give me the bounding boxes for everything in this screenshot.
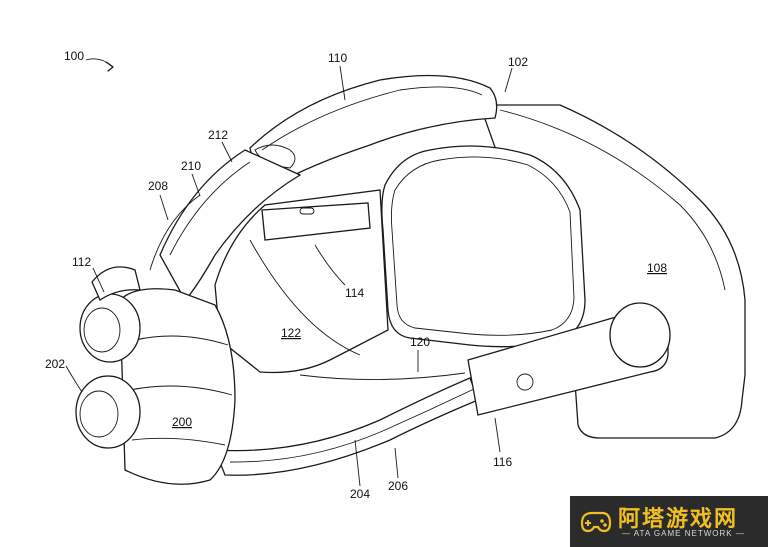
ref-label-206: 206 bbox=[388, 479, 408, 493]
ref-label-120: 120 bbox=[410, 335, 430, 349]
leader-208 bbox=[159, 194, 169, 221]
bracket-114 bbox=[261, 202, 371, 241]
ref-label-212: 212 bbox=[208, 128, 228, 142]
visor-front-face bbox=[574, 374, 746, 439]
adjustment-knob-202 bbox=[75, 375, 141, 449]
ref-label-204: 204 bbox=[350, 487, 370, 501]
watermark-banner: 阿塔游戏网 — ATA GAME NETWORK — bbox=[570, 496, 768, 547]
leader-110 bbox=[339, 65, 346, 101]
ref-label-100: 100 bbox=[64, 49, 84, 63]
leader-206 bbox=[394, 447, 399, 479]
leader-204 bbox=[354, 439, 361, 487]
rear-pod-band3 bbox=[131, 437, 226, 446]
leader-112 bbox=[92, 267, 105, 293]
ref-label-112: 112 bbox=[72, 255, 91, 269]
hinge-disc bbox=[609, 302, 671, 368]
ref-arrow-100 bbox=[85, 58, 113, 67]
ref-label-102: 102 bbox=[508, 55, 528, 69]
back-strap-208 bbox=[149, 194, 201, 271]
leader-212 bbox=[221, 141, 233, 163]
lower-strap-204 bbox=[214, 377, 479, 476]
top-strap-ridge bbox=[261, 86, 483, 151]
ref-label-208: 208 bbox=[148, 179, 168, 193]
ref-label-108: 108 bbox=[647, 261, 667, 275]
leader-114 bbox=[314, 244, 346, 286]
leader-102 bbox=[504, 67, 513, 93]
knob-202-face bbox=[79, 390, 119, 438]
leader-116 bbox=[494, 417, 501, 453]
ref-label-116: 116 bbox=[493, 455, 512, 469]
ref-label-210: 210 bbox=[181, 159, 201, 173]
leader-202 bbox=[65, 365, 83, 393]
face-cover-122 bbox=[214, 189, 389, 374]
rear-pod-band1 bbox=[134, 335, 229, 346]
rear-pod-band2 bbox=[129, 385, 233, 396]
slide-knob-icon bbox=[516, 373, 534, 391]
lens-opening bbox=[381, 145, 586, 348]
ref-arrowhead-100 bbox=[105, 61, 114, 72]
lower-strap-line bbox=[229, 388, 475, 463]
lens-inner-rim bbox=[390, 156, 575, 336]
watermark-subtitle: — ATA GAME NETWORK — bbox=[622, 529, 745, 538]
face-cover-inner-line bbox=[249, 239, 361, 356]
bracket-slot bbox=[299, 207, 315, 215]
visor-top-edge bbox=[499, 109, 726, 291]
adjustment-knob-112 bbox=[79, 293, 141, 363]
leader-210 bbox=[191, 173, 201, 197]
gamepad-logo-icon bbox=[580, 511, 612, 533]
ref-label-200: 200 bbox=[172, 415, 192, 429]
side-arm-212 bbox=[159, 149, 302, 302]
side-arm-stripe bbox=[169, 161, 251, 256]
ref-label-202: 202 bbox=[45, 357, 65, 371]
ref-label-114: 114 bbox=[345, 286, 364, 300]
knob-112-face bbox=[83, 307, 121, 353]
ref-label-122: 122 bbox=[281, 326, 301, 340]
strap-120-line bbox=[299, 372, 466, 380]
watermark-title: 阿塔游戏网 bbox=[618, 507, 739, 532]
ref-label-110: 110 bbox=[328, 51, 347, 65]
